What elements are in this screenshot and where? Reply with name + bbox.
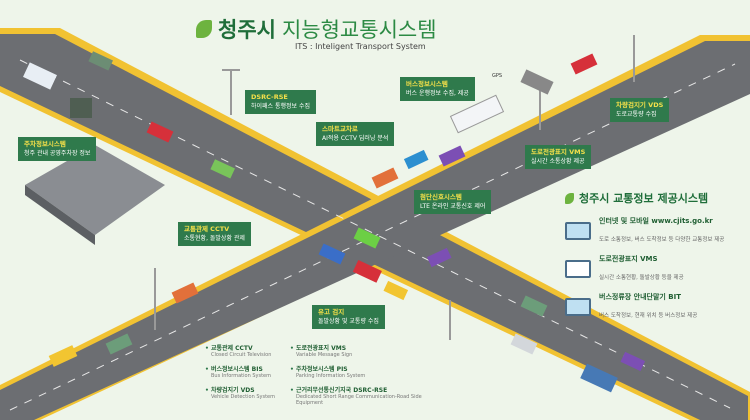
item-description: 소통현황, 돌발상황 관제 <box>184 235 245 242</box>
item-title: 차량검지기 VDS <box>205 385 290 394</box>
item-description: Dedicated Short Range Communication-Road… <box>296 394 422 406</box>
subtitle: ITS : Inteligent Transport System <box>295 42 426 51</box>
item-title: 스마트교차로 <box>322 125 358 133</box>
item-description: Vehicle Detection System <box>211 394 275 400</box>
leaf-logo-icon <box>565 192 574 204</box>
item-description: AI적용 CCTV 딥러닝 분석 <box>322 135 389 142</box>
item-title: 유고 검지 <box>318 308 345 316</box>
item-description: 버스 도착정보, 현재 위치 등 버스정보 제공 <box>599 313 698 319</box>
leaf-logo-icon <box>196 20 212 38</box>
poles <box>154 35 635 340</box>
item-title: 도로전광표지 VMS <box>531 148 586 156</box>
item-description: 하이패스 통행정보 수집 <box>251 103 311 110</box>
page-title: 청주시 지능형교통시스템 <box>196 14 437 44</box>
item-description: Variable Message Sign <box>296 352 353 358</box>
item-title: 근거리무선통신기지국 DSRC-RSE <box>290 385 450 394</box>
title-system: 지능형교통시스템 <box>281 18 437 42</box>
item-title: 도로전광표지 VMS <box>290 343 450 352</box>
item-description: 청주 관내 공영주차장 정보 <box>24 150 91 157</box>
monitor-icon <box>565 221 591 240</box>
panel-item-bit: 버스정류장 안내단말기 BIT 버스 도착정보, 현재 위치 등 버스정보 제공 <box>565 292 745 321</box>
item-title: 주차정보시스템 PIS <box>290 364 450 373</box>
item-description: 도로교통량 수집 <box>616 111 657 118</box>
vehicles <box>23 51 646 393</box>
label-signal-system: 첨단신호시스템 LTE 온라인 교통신호 제어 <box>414 190 492 214</box>
item-title: 버스정류장 안내단말기 BIT <box>599 293 681 301</box>
label-vds: 차량검지기 VDS 도로교통량 수집 <box>610 98 670 122</box>
panel-item-web: 인터넷 및 모바일 www.cjits.go.kr 도로 소통정보, 버스 도착정… <box>565 216 745 245</box>
item-title: DSRC-RSE <box>251 93 288 101</box>
item-title: 첨단신호시스템 <box>420 193 462 201</box>
gps-label: GPS <box>492 73 503 79</box>
item-description: 돌발상황 및 교통량 수집 <box>318 318 379 325</box>
item-description: 도로 소통정보, 버스 도착정보 등 다양한 교통정보 제공 <box>599 237 725 243</box>
item-title: 버스정보시스템 <box>406 80 448 88</box>
item-description: Parking Information System <box>296 373 366 379</box>
title-city: 청주시 <box>218 18 276 42</box>
item-title: 버스정보시스템 BIS <box>205 364 290 373</box>
label-smart-intersection: 스마트교차로 AI적용 CCTV 딥러닝 분석 <box>316 122 395 146</box>
panel-item-vms: 도로전광표지 VMS 실시간 소통현황, 돌발상황 등을 제공 <box>565 254 745 283</box>
item-description: Bus Information System <box>211 373 271 379</box>
label-cctv: 교통관제 CCTV 소통현황, 돌발상황 관제 <box>178 222 251 246</box>
item-description: 실시간 소통현황, 돌발상황 등을 제공 <box>599 275 684 281</box>
item-title: 도로전광표지 VMS <box>599 255 658 263</box>
item-description: 실시간 소통상황 제공 <box>531 158 585 165</box>
item-title: 인터넷 및 모바일 www.cjits.go.kr <box>599 217 713 225</box>
item-title: 차량검지기 VDS <box>616 101 664 109</box>
info-panel: 청주시 교통정보 제공시스템 인터넷 및 모바일 www.cjits.go.kr… <box>565 190 745 330</box>
item-title: 교통관제 CCTV <box>205 343 290 352</box>
parking-lot <box>25 145 165 235</box>
label-vms: 도로전광표지 VMS 실시간 소통상황 제공 <box>525 145 592 169</box>
item-description: 버스 운행정보 수집, 제공 <box>406 90 469 97</box>
bit-display-icon <box>565 297 591 316</box>
item-description: LTE 온라인 교통신호 제어 <box>420 203 486 210</box>
sign-arrow-icon <box>565 259 591 278</box>
label-dsrc-rse: DSRC-RSE 하이패스 통행정보 수집 <box>245 90 317 114</box>
item-description: Closed Circuit Television <box>211 352 272 358</box>
item-title: 교통관제 CCTV <box>184 225 230 233</box>
panel-title: 청주시 교통정보 제공시스템 <box>579 192 709 205</box>
item-title: 주차정보시스템 <box>24 140 66 148</box>
